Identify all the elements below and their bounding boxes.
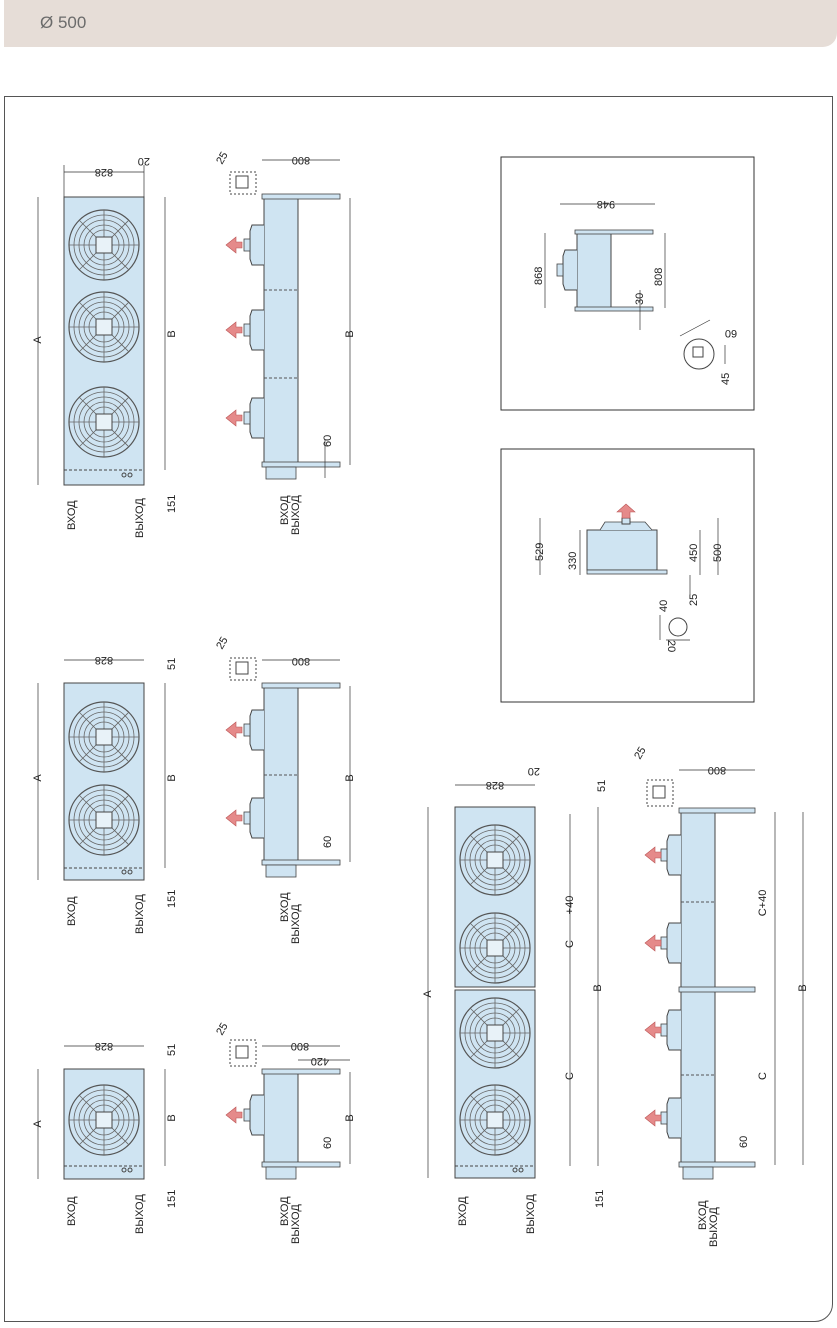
dim-529: 529 <box>534 543 546 561</box>
dim-800-c: 800 <box>291 1040 309 1052</box>
dim-800-b: 800 <box>292 655 310 667</box>
label-vyhod-d: ВЫХОД <box>525 1194 537 1234</box>
label-vyhod-a: ВЫХОД <box>134 498 146 538</box>
unit-side-4fan <box>644 769 804 1180</box>
dim-420-c: 420 <box>311 1055 329 1067</box>
label-vyhod-a2: ВЫХОД <box>290 495 302 535</box>
dim-151-d: 151 <box>594 1190 606 1208</box>
label-vhod-a2: ВХОД <box>279 495 291 525</box>
dim-60-d: 60 <box>738 1136 750 1148</box>
dim-B-c2: B <box>344 1114 356 1121</box>
unit-side-1fan <box>225 1039 351 1180</box>
dim-868: 868 <box>533 267 545 285</box>
header-bar: Ø 500 <box>4 0 837 47</box>
dim-25-a: 25 <box>214 150 231 167</box>
dim-B-d: B <box>592 984 604 991</box>
label-vhod-c2: ВХОД <box>279 1196 291 1226</box>
label-vhod-b: ВХОД <box>66 896 78 926</box>
dim-330: 330 <box>567 552 579 570</box>
dim-500: 500 <box>712 544 724 562</box>
dim-828-c: 828 <box>95 1040 113 1052</box>
detail-box-2 <box>500 448 755 703</box>
unit-side-3fan <box>225 159 351 480</box>
dim-B-a2: B <box>344 330 356 337</box>
dim-151-a: 151 <box>166 495 178 513</box>
dim-B-b2: B <box>344 774 356 781</box>
header-title: Ø 500 <box>40 13 87 32</box>
dim-51-d: 51 <box>596 780 608 792</box>
dim-B-a: B <box>166 330 178 337</box>
drawing-frame <box>4 96 833 1322</box>
dim-B-c: B <box>166 1114 178 1121</box>
dim-B-b: B <box>166 774 178 781</box>
dim-828-d: 828 <box>486 779 504 791</box>
dim-948: 948 <box>597 198 615 210</box>
label-vyhod-c: ВЫХОД <box>134 1194 146 1234</box>
dim-51-b: 51 <box>166 658 178 670</box>
dim-20-detail: 20 <box>665 640 677 652</box>
dim-C-d1: C <box>564 940 576 948</box>
dim-45: 45 <box>720 373 732 385</box>
unit-front-4fan <box>427 784 599 1179</box>
dim-51-c: 51 <box>166 1044 178 1056</box>
dim-20-a: 20 <box>138 155 150 167</box>
detail-top-view <box>544 203 726 370</box>
label-vhod-a: ВХОД <box>66 500 78 530</box>
dim-A-b: A <box>32 774 44 782</box>
label-vyhod-d2: ВЫХОД <box>708 1207 720 1247</box>
dim-25-d: 25 <box>632 745 649 762</box>
dim-A-d: A <box>422 990 434 998</box>
label-vyhod-c2: ВЫХОД <box>290 1204 302 1244</box>
dim-151-b: 151 <box>166 890 178 908</box>
detail-end-view <box>539 503 719 641</box>
dim-A-a: A <box>32 336 44 344</box>
dim-800-a: 800 <box>292 154 310 166</box>
dim-40-detail: 40 <box>658 600 670 612</box>
dim-C-d2: C <box>564 1072 576 1080</box>
label-vyhod-b2: ВЫХОД <box>290 904 302 944</box>
dim-800-d: 800 <box>708 764 726 776</box>
label-vhod-d2: ВХОД <box>697 1200 709 1230</box>
label-vhod-c: ВХОД <box>66 1196 78 1226</box>
dim-plus40-d: +40 <box>564 896 576 915</box>
unit-front-2fan <box>37 659 166 881</box>
label-vyhod-b: ВЫХОД <box>134 894 146 934</box>
dim-828-b: 828 <box>95 654 113 666</box>
label-vhod-d: ВХОД <box>457 1196 469 1226</box>
dim-60-c: 60 <box>322 1137 334 1149</box>
dim-30: 30 <box>634 293 646 305</box>
label-vhod-b2: ВХОД <box>279 892 291 922</box>
dim-450: 450 <box>688 544 700 562</box>
dim-808: 808 <box>653 268 665 286</box>
dim-60-b: 60 <box>322 836 334 848</box>
dim-C-d3: C <box>757 1072 769 1080</box>
dim-828-a: 828 <box>95 166 113 178</box>
dim-60-a: 60 <box>322 435 334 447</box>
dim-151-c: 151 <box>166 1190 178 1208</box>
unit-side-2fan <box>225 657 351 878</box>
dim-20-d: 20 <box>528 765 540 777</box>
detail-box-1 <box>500 156 755 411</box>
dim-25-c: 25 <box>214 1021 231 1038</box>
dim-25-b: 25 <box>214 635 231 652</box>
unit-front-1fan <box>37 1045 166 1180</box>
dim-B-d2: B <box>797 984 809 991</box>
dim-60-detail: 60 <box>725 327 737 339</box>
dim-25-detail: 25 <box>688 594 700 606</box>
dim-A-c: A <box>32 1120 44 1128</box>
dim-C40-d: C+40 <box>757 890 769 917</box>
unit-front-3fan <box>37 165 166 486</box>
